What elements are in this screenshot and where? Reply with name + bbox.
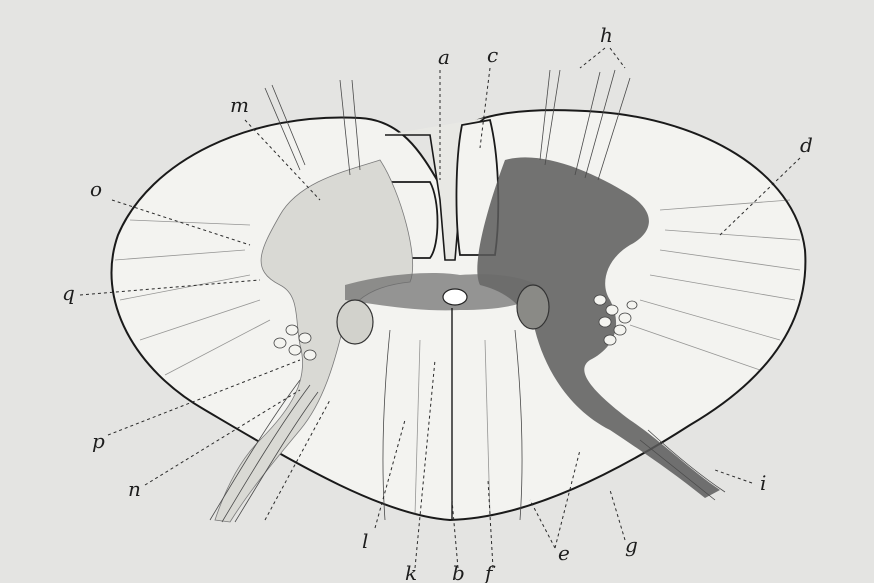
label-p: p [92,429,105,453]
label-c: c [487,43,498,67]
left-oval-nucleus [337,300,373,344]
label-b: b [452,561,465,583]
label-a: a [438,45,450,69]
label-n: n [128,477,141,501]
label-d: d [800,133,813,157]
label-l: l [362,529,368,553]
label-m: m [230,93,249,117]
label-q: q [62,281,75,305]
label-o: o [90,177,102,201]
label-k: k [405,561,417,583]
label-g: g [625,533,638,557]
label-f: f [483,561,496,583]
label-e: e [558,541,570,565]
central-canal [443,289,467,305]
right-oval-nucleus [517,285,549,329]
label-h: h [600,23,613,47]
label-i: i [760,471,766,495]
